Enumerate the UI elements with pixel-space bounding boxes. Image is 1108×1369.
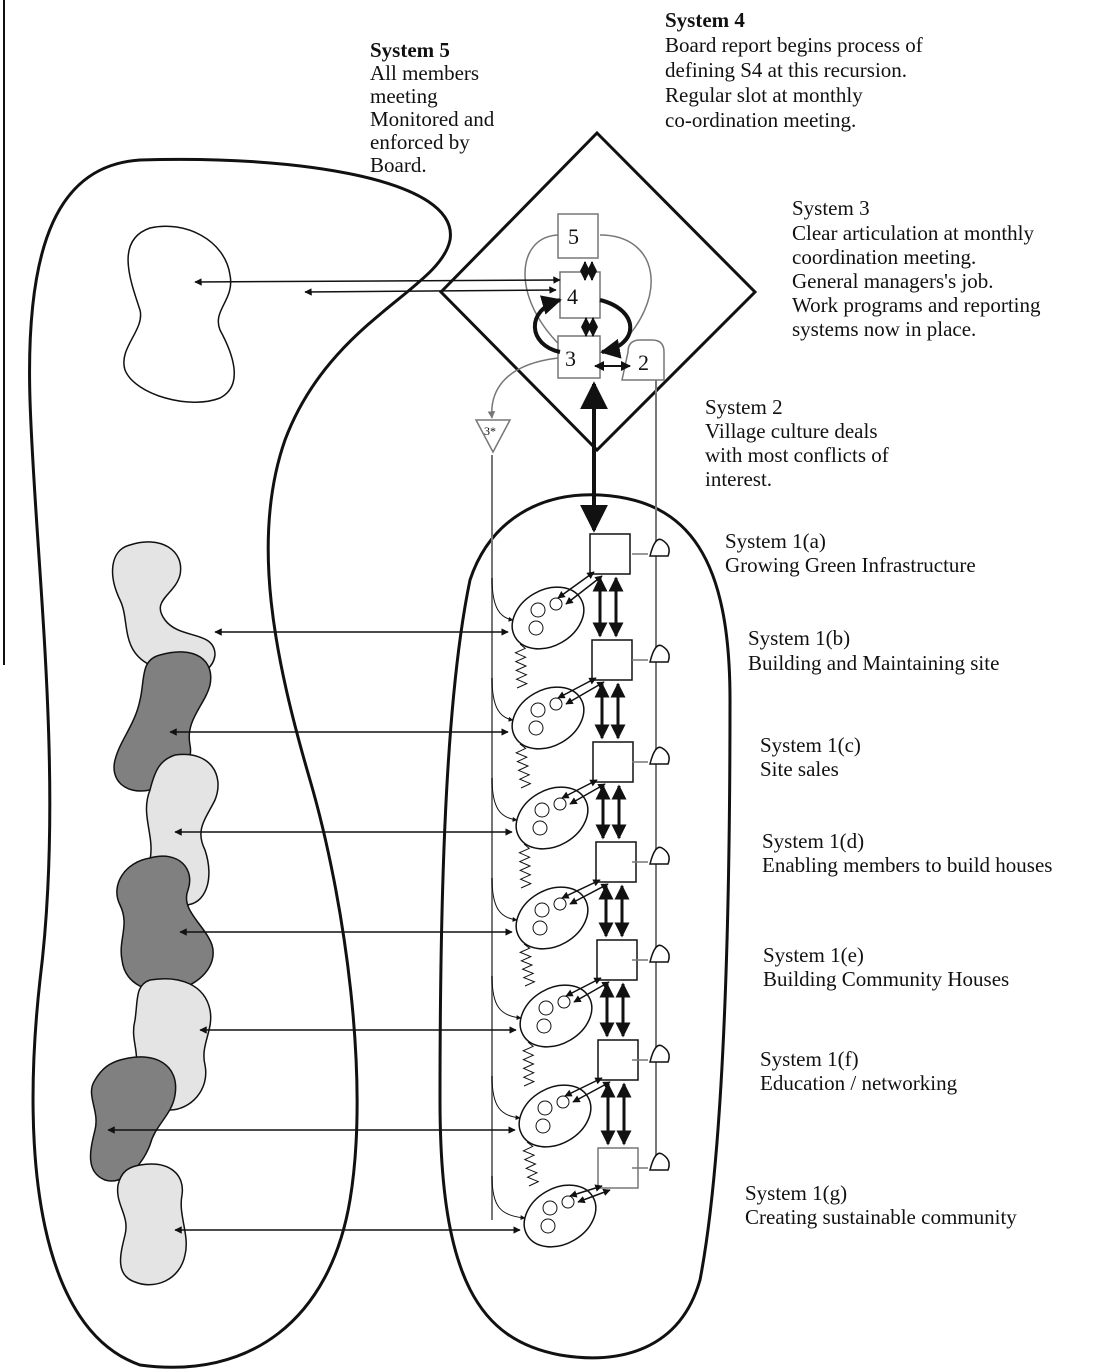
oscillation-link-a [515,644,526,688]
s2-damper-b [650,645,669,662]
operation-unit-c [505,775,599,861]
env-blob-f [91,1057,176,1181]
system-3-number: 3 [565,346,576,371]
s1e-title: System 1(e) [763,943,864,967]
system-1f-label: System 1(f) Education / networking [760,1047,958,1095]
s2-damper-e [650,945,669,962]
s5-line-3: meeting [370,84,438,108]
s1g-desc: Creating sustainable community [745,1205,1017,1229]
s1c-desc: Site sales [760,757,839,781]
s1f-title: System 1(f) [760,1047,859,1071]
s3-line-3: coordination meeting. [792,245,976,269]
s2-damper-d [650,847,669,864]
system-4-label: System 4 Board report begins process of … [665,8,923,132]
env-blob-g [118,1164,187,1285]
s2-damper-f [650,1045,669,1062]
system-1e-label: System 1(e) Building Community Houses [763,943,1009,991]
s3star-link-f [492,1076,520,1118]
system-1c-label: System 1(c) Site sales [760,733,861,781]
system-3-star-label: 3* [484,424,496,438]
s2-damper-a [650,539,669,556]
system-1d-label: System 1(d) Enabling members to build ho… [762,829,1052,877]
oscillation-link-c [519,844,530,888]
s2-line-4: interest. [705,467,772,491]
s3star-link-c [492,778,517,820]
oscillation-link-d [520,944,534,986]
system-4-box [560,272,600,318]
system-2-label: System 2 Village culture deals with most… [705,395,889,491]
s1a-title: System 1(a) [725,529,826,553]
operation-unit-g [513,1173,607,1259]
future-environment-blob [124,226,234,402]
s3-line-5: Work programs and reporting [792,293,1041,317]
s3star-link-e [492,976,521,1018]
s3star-link-d [492,878,517,920]
s5-line-1: System 5 [370,38,450,62]
management-box-c [593,742,633,782]
s1a-desc: Growing Green Infrastructure [725,553,976,577]
operation-unit-f [508,1073,602,1159]
s4-line-3: defining S4 at this recursion. [665,58,907,82]
system-3-label: System 3 Clear articulation at monthly c… [792,196,1041,341]
s4-line-4: Regular slot at monthly [665,83,863,107]
operation-unit-e [509,973,603,1059]
s4-line-5: co-ordination meeting. [665,108,856,132]
oscillation-link-b [516,744,530,788]
s3star-link-a [492,578,513,620]
environment-outline [30,159,451,1367]
oscillation-link-e [523,1042,534,1086]
s1c-title: System 1(c) [760,733,861,757]
s4-line-1: System 4 [665,8,745,32]
s3-line-6: systems now in place. [792,317,976,341]
s5-line-6: Board. [370,153,427,177]
s1g-title: System 1(g) [745,1181,847,1205]
s5-line-2: All members [370,61,479,85]
s2-damper-c [650,747,669,764]
s1b-title: System 1(b) [748,626,850,650]
s3star-link-b [492,678,513,720]
s1b-desc: Building and Maintaining site [748,651,999,675]
system-4-number: 4 [567,284,578,309]
system-5-label: System 5 All members meeting Monitored a… [370,38,495,177]
s2-line-1: System 2 [705,395,783,419]
s1d-desc: Enabling members to build houses [762,853,1052,877]
operation-unit-a [501,575,595,661]
management-box-e [597,940,637,980]
s1f-desc: Education / networking [760,1071,958,1095]
s5-line-5: enforced by [370,130,470,154]
operation-unit-b [501,675,595,761]
s5-line-4: Monitored and [370,107,495,131]
oscillation-link-f [523,1142,538,1186]
system-2-number: 2 [638,350,649,375]
s3-line-1: System 3 [792,196,870,220]
s2-damper-g [650,1153,669,1170]
s2-line-2: Village culture deals [705,419,878,443]
system-1a-label: System 1(a) Growing Green Infrastructure [725,529,976,577]
s1e-desc: Building Community Houses [763,967,1009,991]
management-box-d [596,842,636,882]
management-box-a [590,534,630,574]
s2-line-3: with most conflicts of [705,443,889,467]
management-box-b [592,640,632,680]
s3-line-4: General managers's job. [792,269,993,293]
system-1b-label: System 1(b) Building and Maintaining sit… [748,626,999,675]
s3star-link-g [492,1176,525,1218]
s4-line-2: Board report begins process of [665,33,923,57]
system-1g-label: System 1(g) Creating sustainable communi… [745,1181,1017,1229]
s1d-title: System 1(d) [762,829,864,853]
operations-units [492,534,669,1259]
system-5-number: 5 [568,224,579,249]
s3-line-2: Clear articulation at monthly [792,221,1035,245]
